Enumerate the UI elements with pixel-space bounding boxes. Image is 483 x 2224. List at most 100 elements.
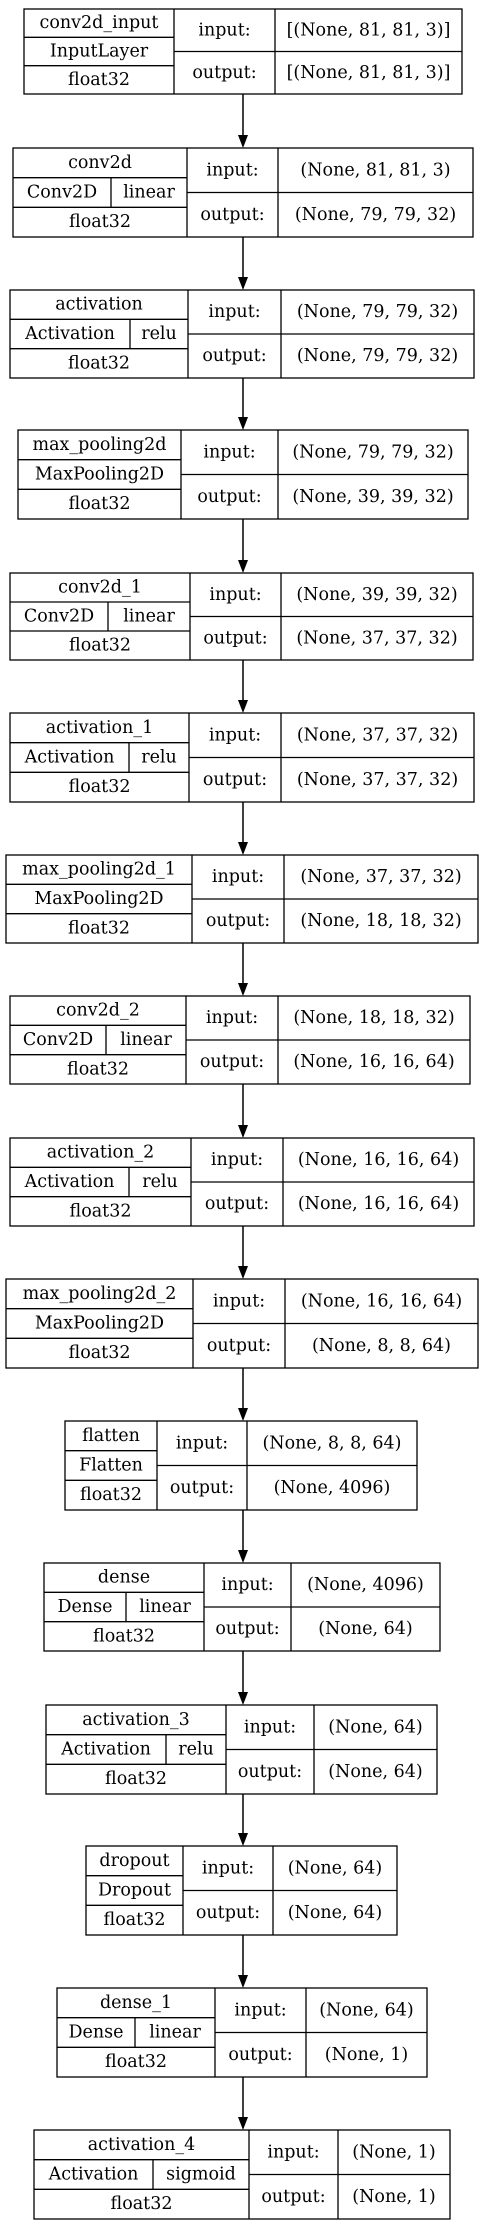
output-shape: (None, 8, 8, 64) <box>312 1336 451 1356</box>
input-label: input: <box>206 160 258 180</box>
input-label: input: <box>213 1291 265 1311</box>
input-label: input: <box>198 20 250 40</box>
output-shape: (None, 1) <box>352 2187 435 2207</box>
output-shape: [(None, 81, 81, 3)] <box>287 63 451 83</box>
connection-arrow <box>238 660 248 713</box>
output-shape: (None, 64) <box>328 1762 423 1782</box>
output-shape: (None, 4096) <box>274 1478 391 1498</box>
output-shape: (None, 1) <box>325 2045 408 2065</box>
connection-arrow <box>238 1651 248 1705</box>
input-label: input: <box>208 302 260 322</box>
layer-name: activation <box>55 295 143 315</box>
output-shape: (None, 64) <box>288 1903 383 1923</box>
input-shape: (None, 4096) <box>307 1575 424 1595</box>
connection-arrow <box>238 802 248 855</box>
layer-dtype: float32 <box>69 1343 131 1363</box>
layer-type: Activation <box>60 1740 151 1760</box>
output-label: output: <box>206 911 270 931</box>
connection-arrow <box>238 1510 248 1563</box>
layer-activation: linear <box>123 607 175 627</box>
layer-type: Dropout <box>98 1881 171 1901</box>
connection-arrow <box>238 2077 248 2130</box>
output-shape: (None, 79, 79, 32) <box>297 346 458 366</box>
input-label: input: <box>202 1858 254 1878</box>
layer-dtype: float32 <box>68 353 130 373</box>
input-shape: (None, 64) <box>288 1858 383 1878</box>
connection-arrow <box>238 94 248 148</box>
layer-type: Activation <box>24 748 115 768</box>
input-label: input: <box>244 1717 296 1737</box>
layer-type: Activation <box>24 324 115 344</box>
input-label: input: <box>234 2000 286 2020</box>
layer-dtype: float32 <box>68 70 130 90</box>
input-label: input: <box>203 442 255 462</box>
connection-arrow <box>238 1935 248 1988</box>
layer-name: max_pooling2d <box>33 435 167 455</box>
output-label: output: <box>207 1336 271 1356</box>
layer-type: Dense <box>58 1597 113 1617</box>
layer-activation: linear <box>139 1597 191 1617</box>
output-shape: (None, 16, 16, 64) <box>293 1052 454 1072</box>
connection-arrow <box>238 378 248 430</box>
layer-dtype: float32 <box>105 2052 167 2072</box>
input-shape: (None, 81, 81, 3) <box>300 160 450 180</box>
output-label: output: <box>215 1619 279 1639</box>
layer-name: max_pooling2d_1 <box>22 860 176 880</box>
layer-dtype: float32 <box>69 777 131 797</box>
layer-type: Activation <box>48 2165 139 2185</box>
input-shape: (None, 64) <box>319 2000 414 2020</box>
layer-name: conv2d_1 <box>58 578 142 598</box>
input-shape: (None, 37, 37, 32) <box>300 867 461 887</box>
output-label: output: <box>192 63 256 83</box>
input-shape: (None, 16, 16, 64) <box>301 1291 462 1311</box>
layer-dtype: float32 <box>68 918 130 938</box>
layer-name: max_pooling2d_2 <box>23 1284 177 1304</box>
output-label: output: <box>228 2045 292 2065</box>
input-shape: (None, 8, 8, 64) <box>262 1433 401 1453</box>
layer-type: Conv2D <box>23 1030 93 1050</box>
layer-name: activation_2 <box>47 1143 155 1163</box>
connection-arrow <box>238 943 248 996</box>
connection-arrow <box>238 1794 248 1846</box>
layer-activation: linear <box>149 2023 201 2043</box>
input-shape: (None, 64) <box>328 1717 423 1737</box>
connection-arrow <box>238 519 248 573</box>
connection-arrows <box>238 94 248 2130</box>
layer-node: max_pooling2d_1MaxPooling2Dfloat32input:… <box>5 854 479 944</box>
layer-name: conv2d_2 <box>56 1001 140 1021</box>
input-shape: (None, 1) <box>352 2142 435 2162</box>
output-label: output: <box>205 1194 269 1214</box>
layer-dtype: float32 <box>80 1485 142 1505</box>
layer-dtype: float32 <box>104 1910 166 1930</box>
layer-activation: relu <box>178 1740 214 1760</box>
output-label: output: <box>200 205 264 225</box>
layer-activation: linear <box>123 183 175 203</box>
layer-dtype: float32 <box>70 1201 132 1221</box>
layer-dtype: float32 <box>69 212 131 232</box>
layer-name: activation_1 <box>46 718 154 738</box>
layer-name: conv2d <box>68 153 132 173</box>
layer-activation: relu <box>141 324 177 344</box>
output-label: output: <box>170 1478 234 1498</box>
layer-dtype: float32 <box>111 2194 173 2214</box>
layer-type: InputLayer <box>50 42 149 62</box>
layer-dtype: float32 <box>69 494 131 514</box>
layer-nodes: conv2d_inputInputLayerfloat32input:outpu… <box>5 8 479 2220</box>
output-label: output: <box>203 628 267 648</box>
output-label: output: <box>197 487 261 507</box>
input-shape: (None, 39, 39, 32) <box>296 585 457 605</box>
layer-type: Flatten <box>79 1456 143 1476</box>
input-label: input: <box>206 1008 258 1028</box>
input-shape: (None, 16, 16, 64) <box>298 1150 459 1170</box>
layer-type: MaxPooling2D <box>35 1314 164 1334</box>
input-shape: (None, 79, 79, 32) <box>292 442 453 462</box>
layer-type: MaxPooling2D <box>35 465 164 485</box>
input-label: input: <box>221 1575 273 1595</box>
input-shape: [(None, 81, 81, 3)] <box>287 20 451 40</box>
